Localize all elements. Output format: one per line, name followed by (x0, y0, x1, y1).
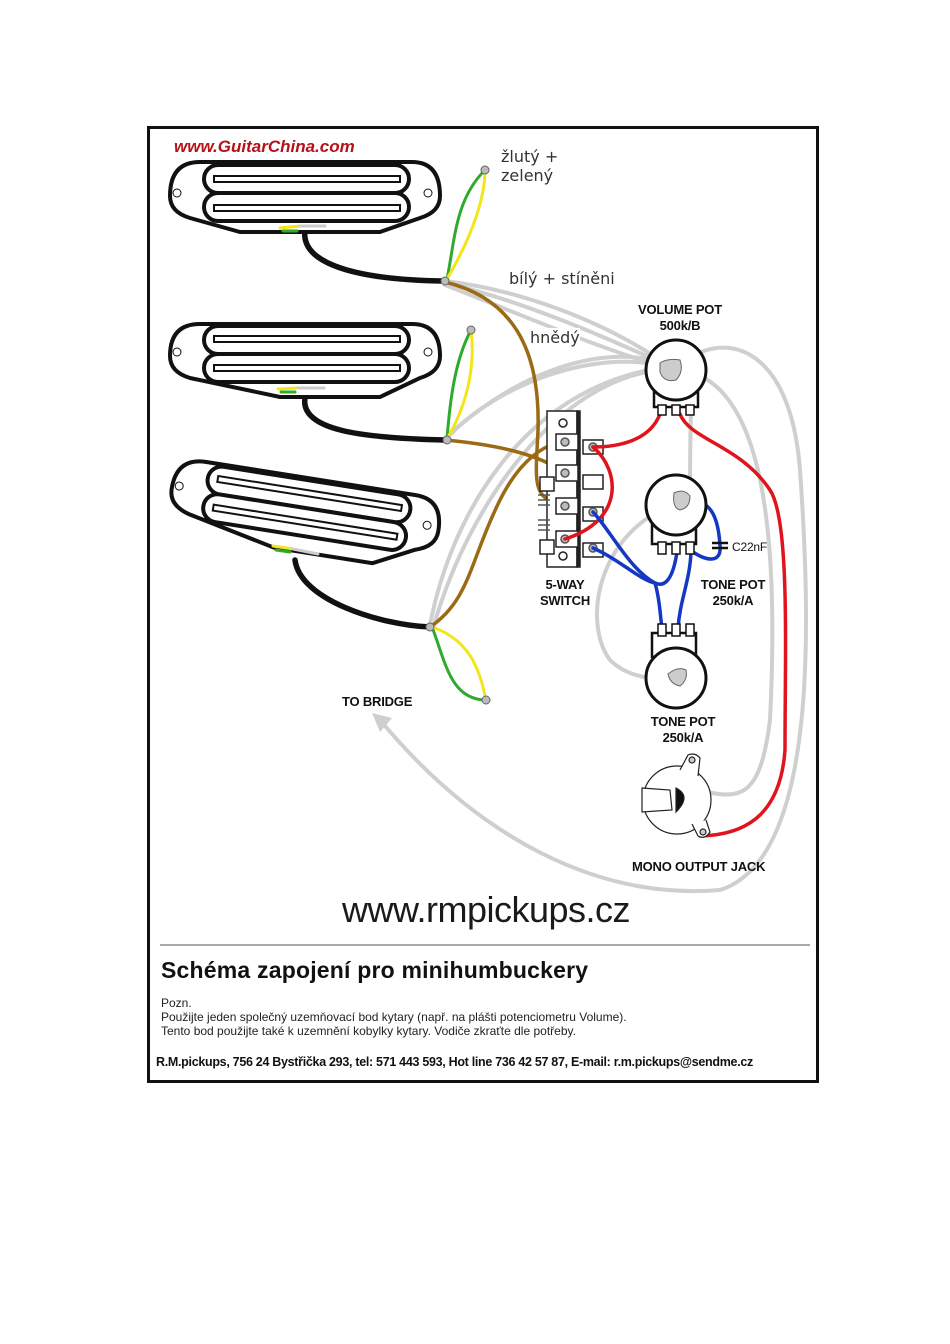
tone-pot-2 (644, 623, 708, 710)
white-wire (678, 345, 808, 892)
divider (160, 944, 810, 946)
wiring-diagram-frame: www.GuitarChina.com žlutý + zelený bílý … (147, 126, 819, 1083)
contact-footer: R.M.pickups, 756 24 Bystřička 293, tel: … (156, 1055, 753, 1069)
tone-pot-1 (644, 473, 708, 555)
output-jack (641, 753, 712, 838)
white-wire (443, 279, 662, 362)
blue-wire (591, 546, 664, 630)
white-wire (428, 366, 662, 627)
wire-label-brown: hnědý (528, 328, 580, 347)
tone-pot-2-label: TONE POT 250k/A (638, 714, 728, 746)
yellow-green-wires (430, 168, 488, 702)
volume-pot-label: VOLUME POT 500k/B (625, 302, 735, 334)
diagram-title: Schéma zapojení pro minihumbuckery (161, 957, 589, 983)
switch-label: 5-WAY SWITCH (525, 577, 605, 609)
red-wire (678, 412, 788, 838)
pickup-neck (167, 160, 443, 234)
white-wire (443, 354, 662, 440)
switch-label-line2: SWITCH (539, 593, 591, 608)
brown-wire (443, 280, 567, 507)
volume-pot-value: 500k/B (659, 318, 701, 333)
wire-label-yellow: žlutý + (501, 147, 559, 166)
white-wire (378, 718, 722, 893)
pickup-middle (167, 322, 443, 399)
note-line-1: Použijte jeden společný uzemňovací bod k… (161, 1010, 627, 1024)
brand-logo-text: www.GuitarChina.com (174, 137, 355, 156)
wire-label-white-shield: bílý + stíněni (509, 269, 615, 288)
site-url: www.rmpickups.cz (341, 889, 631, 930)
five-way-switch (538, 410, 604, 568)
to-bridge-label: TO BRIDGE (342, 694, 413, 709)
note-heading: Pozn. (161, 996, 192, 1010)
tone-pot-1-value: 250k/A (712, 593, 754, 608)
red-wire (563, 445, 614, 541)
tone-pot-1-label: TONE POT 250k/A (688, 577, 778, 609)
neck-pickup-lead (302, 227, 448, 284)
jack-label: MONO OUTPUT JACK (632, 859, 766, 874)
capacitor (712, 541, 728, 550)
tone-pot-1-name: TONE POT (700, 577, 766, 592)
capacitor-label: C22nF (732, 540, 768, 554)
volume-pot (644, 338, 708, 416)
tone-pot-2-value: 250k/A (662, 730, 704, 745)
note-line-2: Tento bod použijte také k uzemnění kobyl… (161, 1024, 576, 1038)
white-wire (678, 368, 775, 797)
wire-label-green: zelený (501, 166, 554, 185)
wire-terminals (425, 165, 491, 705)
red-wires (563, 412, 788, 838)
brown-wire (428, 440, 567, 629)
pickup-bridge (169, 459, 442, 566)
bridge-pickup-lead (292, 557, 433, 630)
wiring-schematic (167, 160, 808, 893)
to-bridge-arrow (372, 713, 392, 732)
red-wire (591, 412, 662, 449)
switch-label-line1: 5-WAY (545, 577, 585, 592)
pickup-leads (292, 227, 448, 630)
blue-wire (676, 550, 693, 630)
white-wires (372, 279, 808, 893)
middle-pickup-lead (302, 395, 448, 443)
pickup-lead-exits (271, 224, 327, 556)
tone-pot-2-name: TONE POT (650, 714, 716, 729)
volume-pot-name: VOLUME POT (638, 302, 722, 317)
